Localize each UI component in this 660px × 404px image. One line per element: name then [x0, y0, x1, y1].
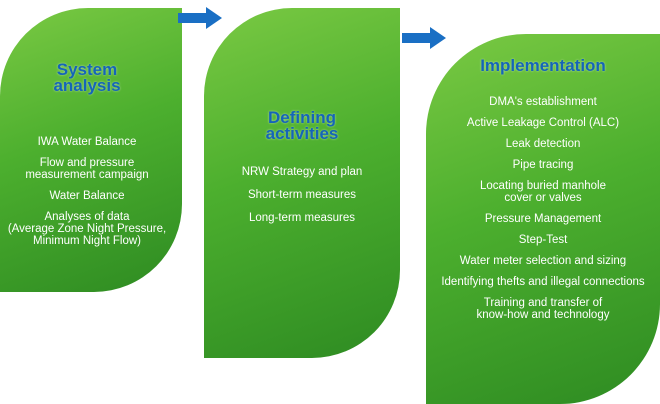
list-item: Pressure Management [484, 213, 602, 225]
stage-title: System analysis [53, 60, 121, 95]
stage-items: NRW Strategy and plan Short-term measure… [204, 166, 400, 235]
list-item: Short-term measures [247, 189, 356, 201]
list-item: Analyses of data (Average Zone Night Pre… [7, 211, 167, 247]
list-item: Pipe tracing [512, 159, 574, 171]
list-item: Training and transfer of know-how and te… [476, 297, 610, 321]
list-item: Identifying thefts and illegal connectio… [441, 276, 645, 288]
list-item: Water meter selection and sizing [459, 255, 627, 267]
stage-implementation: Implementation DMA's establishment Activ… [426, 34, 660, 404]
list-item: Water Balance [49, 190, 125, 202]
stage-items: IWA Water Balance Flow and pressure meas… [0, 136, 182, 256]
list-item: Active Leakage Control (ALC) [466, 117, 620, 129]
list-item: Flow and pressure measurement campaign [25, 157, 149, 181]
stage-defining-activities: Defining activities NRW Strategy and pla… [204, 8, 400, 358]
list-item: Leak detection [505, 138, 581, 150]
list-item: DMA's establishment [489, 96, 597, 108]
list-item: IWA Water Balance [37, 136, 137, 148]
stage-title: Implementation [480, 56, 606, 75]
list-item: NRW Strategy and plan [241, 166, 363, 178]
right-arrow-icon [178, 7, 222, 29]
list-item: Step-Test [518, 234, 568, 246]
stage-title: Defining activities [265, 108, 339, 143]
stage-system-analysis: System analysis IWA Water Balance Flow a… [0, 8, 182, 292]
stage-items: DMA's establishment Active Leakage Contr… [426, 96, 660, 330]
right-arrow-icon [402, 27, 446, 49]
list-item: Locating buried manhole cover or valves [480, 180, 606, 204]
list-item: Long-term measures [248, 212, 356, 224]
